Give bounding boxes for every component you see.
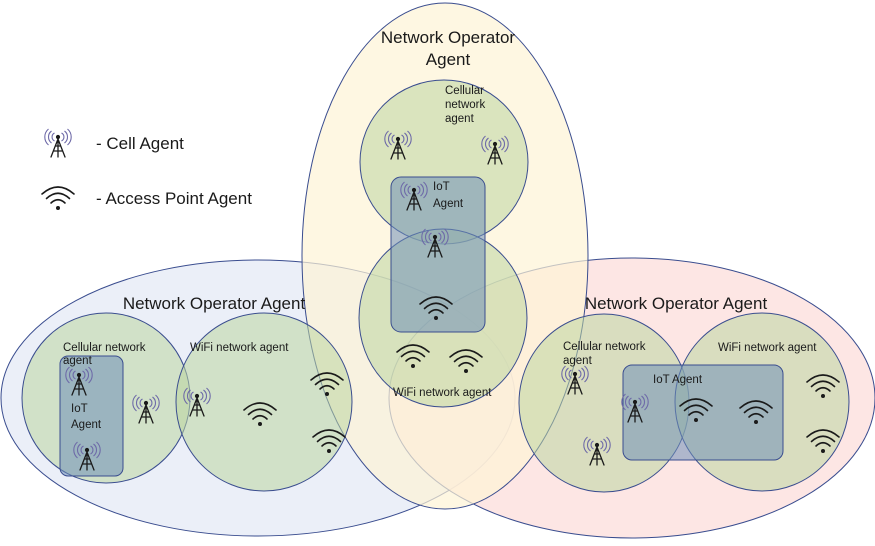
right-operator-title: Network Operator Agent <box>585 294 768 313</box>
top-cellular-label-line2: network <box>445 99 486 111</box>
top-wifi-label: WiFi network agent <box>393 387 492 399</box>
right-cellular-label-line2: agent <box>563 355 593 367</box>
left-cellular-label-line1: Cellular network <box>63 342 146 354</box>
right-iot-agent-box <box>622 364 784 461</box>
top-iot-label-line1: IoT <box>433 181 450 193</box>
top-cellular-label-line1: Cellular <box>445 85 484 97</box>
left-iot-label-line1: IoT <box>71 403 88 415</box>
top-operator-title-line1: Network Operator <box>381 28 515 47</box>
left-wifi-label: WiFi network agent <box>190 342 289 354</box>
left-operator-title: Network Operator Agent <box>123 294 306 313</box>
right-iot-label: IoT Agent <box>653 374 703 386</box>
right-cellular-label-line1: Cellular network <box>563 341 646 353</box>
right-wifi-label: WiFi network agent <box>718 342 817 354</box>
left-wifi-agent-circle <box>175 312 353 492</box>
left-cellular-label-line2: agent <box>63 355 93 367</box>
legend-access-point-agent-label: - Access Point Agent <box>96 189 252 208</box>
legend-cell-agent-label: - Cell Agent <box>96 134 184 153</box>
legend-cell-tower-icon <box>44 128 72 158</box>
top-operator-title-line2: Agent <box>426 50 471 69</box>
top-iot-label-line2: Agent <box>433 198 464 210</box>
top-iot-agent-box <box>390 176 486 333</box>
legend-wifi-icon <box>41 186 75 211</box>
left-iot-label-line2: Agent <box>71 419 102 431</box>
top-cellular-label-line3: agent <box>445 113 475 125</box>
